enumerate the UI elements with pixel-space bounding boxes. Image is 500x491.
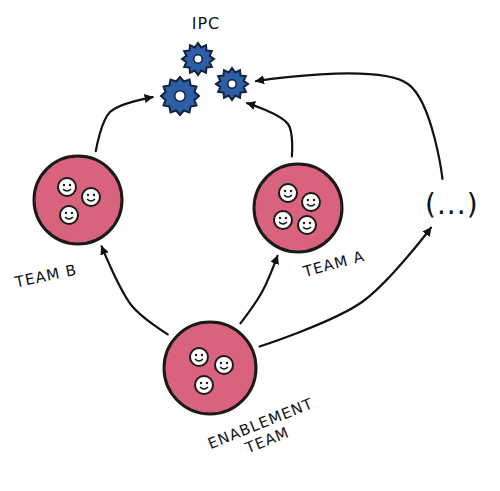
node-label: TEAM A [301,247,366,281]
person-face [195,376,213,394]
team-blob [164,322,256,414]
node-label: IPC [192,14,221,33]
team-blob [254,164,342,252]
flow-arrow [102,246,168,334]
person-face [279,184,297,202]
placeholder-node: (...) [421,186,483,224]
team-blob [34,156,122,244]
person-face [302,193,320,211]
gear-shape [216,68,248,100]
person-face [82,188,100,206]
gear-shape [182,43,214,75]
gear-hole [175,91,186,102]
placeholder-text: (...) [425,188,479,222]
flow-arrow [96,97,153,151]
flow-arrow [256,73,442,178]
team-illustration [252,162,344,254]
team-illustration [32,154,124,246]
person-face [215,356,233,374]
team-illustration [162,320,258,416]
gear-hole [228,80,236,88]
person-face [60,206,78,224]
person-face [190,348,208,366]
person-face [274,211,292,229]
gear-shape [161,77,199,115]
gear-hole [194,55,202,63]
team-circle: TEAM A [252,162,344,254]
person-face [298,216,316,234]
team-circle: TEAM B [32,154,124,246]
ipc-illustration [152,42,252,118]
node-label: TEAM B [13,261,78,292]
flow-arrow [247,103,292,156]
team-circle: ENABLEMENT TEAM [162,320,258,416]
flow-arrow [240,256,277,324]
person-face [58,178,76,196]
ipc-cluster: IPC [152,42,252,118]
